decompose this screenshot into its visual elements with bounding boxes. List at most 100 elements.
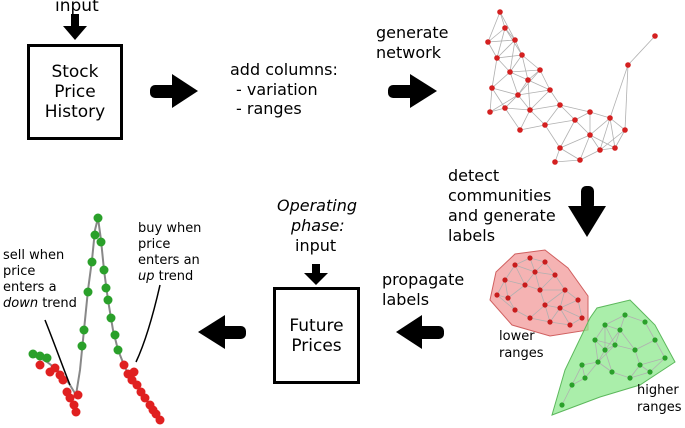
- network-node: [517, 127, 523, 133]
- buy-line1: buy when: [138, 221, 202, 236]
- network-node: [552, 159, 558, 165]
- arrow-down-operating: [304, 264, 328, 285]
- network-node: [557, 145, 563, 151]
- network-edge: [489, 87, 493, 113]
- detect-line1: detect: [448, 166, 500, 185]
- buy-line4: up trend: [138, 269, 193, 285]
- network-edge: [574, 111, 591, 121]
- network-edge: [544, 124, 561, 149]
- lower-edge: [544, 261, 556, 276]
- down-trend-point: [65, 393, 75, 403]
- higher-node: [609, 369, 615, 375]
- lower-edge: [514, 309, 531, 319]
- lower-edge: [507, 284, 526, 299]
- network-edge: [504, 94, 519, 109]
- arrow-down-detect: [568, 186, 606, 237]
- arrow-down-input: [63, 14, 87, 40]
- sell-line1: sell when: [3, 248, 65, 263]
- higher-node: [582, 375, 588, 381]
- lower-ranges-line2: ranges: [499, 346, 544, 361]
- lower-node: [512, 262, 518, 268]
- buy-line3: enters an: [138, 253, 200, 268]
- higher-edge: [597, 361, 613, 373]
- network-node: [494, 55, 500, 61]
- lower-node: [542, 259, 548, 265]
- higher-edge: [597, 344, 616, 363]
- network-node: [572, 117, 578, 123]
- down-trend-point: [140, 393, 150, 403]
- up-trend-point: [28, 349, 38, 359]
- arrow-left-future: [198, 315, 246, 349]
- up-trend-point: [90, 230, 100, 240]
- network-edge: [539, 69, 551, 91]
- up-trend-point: [87, 257, 97, 267]
- network-edge: [529, 109, 546, 126]
- future-box-line1: Future: [289, 315, 344, 336]
- network-edge: [599, 129, 626, 151]
- network-edge: [627, 35, 656, 66]
- network-edge: [509, 71, 529, 81]
- higher-node: [592, 337, 598, 343]
- lower-edge: [559, 289, 566, 309]
- buy-up-word: up: [138, 269, 155, 284]
- network-edge: [519, 109, 531, 131]
- operating-line2: phase:: [291, 216, 345, 235]
- network-node: [487, 109, 493, 115]
- higher-edge: [629, 364, 641, 379]
- sell-line3: enters a: [3, 280, 57, 295]
- up-trend-point: [106, 313, 116, 323]
- higher-ranges-community: [551, 299, 676, 416]
- network-edge: [509, 69, 541, 73]
- network-edge: [529, 104, 561, 111]
- arrow-right-2: [388, 74, 437, 108]
- network-node: [507, 69, 513, 75]
- higher-node: [647, 369, 653, 375]
- higher-node: [569, 382, 575, 388]
- higher-node: [595, 359, 601, 365]
- higher-node: [637, 362, 643, 368]
- network-edge: [527, 79, 551, 91]
- lower-edge: [549, 321, 571, 326]
- higher-node: [642, 319, 648, 325]
- network-node: [519, 52, 525, 58]
- lower-edge: [564, 289, 579, 301]
- higher-ranges-line2: ranges: [637, 400, 682, 415]
- network-node: [527, 107, 533, 113]
- history-box-line3: History: [44, 102, 106, 122]
- down-trend-point: [35, 360, 45, 370]
- add-columns-line1: add columns:: [230, 60, 338, 79]
- up-trend-point: [113, 345, 123, 355]
- network-node: [537, 67, 543, 73]
- network-node: [622, 127, 628, 133]
- lower-edge: [549, 307, 561, 323]
- network-node: [607, 115, 613, 121]
- sell-line4: down trend: [3, 296, 77, 312]
- lower-node: [527, 255, 533, 261]
- higher-node: [602, 322, 608, 328]
- network-node: [502, 25, 508, 31]
- generate-network-line1: generate: [376, 23, 449, 42]
- higher-edge: [584, 361, 599, 379]
- sell-down-word: down: [3, 296, 39, 311]
- network-node: [587, 109, 593, 115]
- down-trend-point: [155, 415, 165, 425]
- higher-node: [602, 347, 608, 353]
- network-edge: [579, 149, 601, 161]
- network-edge: [559, 119, 576, 149]
- network-edge: [509, 54, 523, 73]
- network-edge: [589, 111, 611, 119]
- network-edge: [559, 104, 591, 113]
- higher-edge: [581, 361, 599, 366]
- lower-node: [562, 287, 568, 293]
- network-node: [485, 39, 491, 45]
- higher-node: [662, 355, 668, 361]
- network-edge: [487, 41, 498, 59]
- lower-edge: [559, 307, 583, 319]
- down-trend-point: [129, 367, 139, 377]
- network-edge: [496, 39, 516, 59]
- higher-edge: [654, 339, 666, 359]
- lower-node: [575, 297, 581, 303]
- down-trend-point: [71, 407, 81, 417]
- lower-node: [522, 282, 528, 288]
